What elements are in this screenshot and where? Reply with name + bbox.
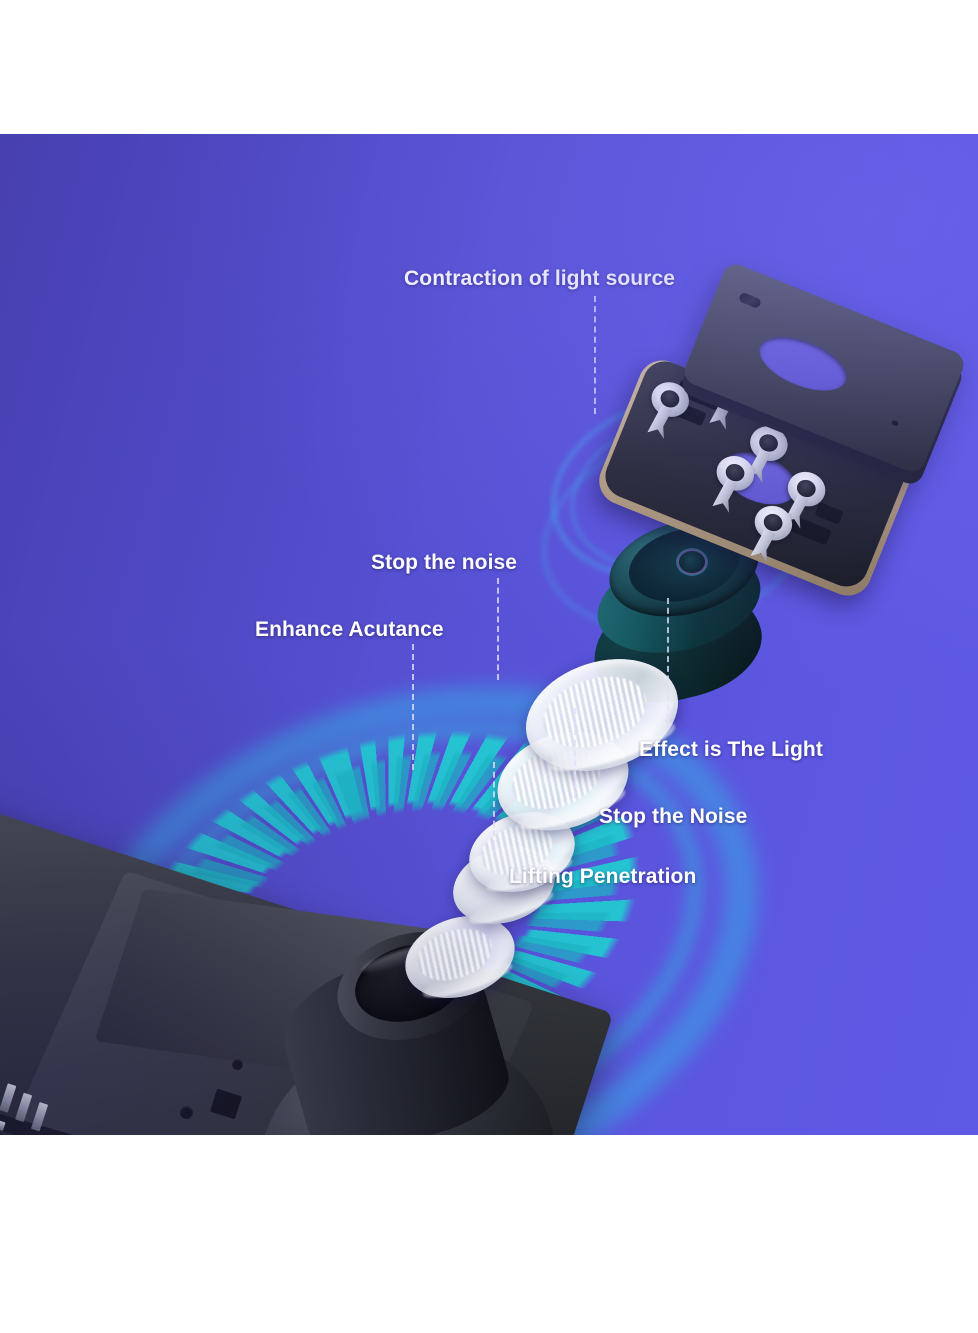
label-effect-is-the-light: Effect is The Light	[639, 738, 823, 761]
body-screw-hole-1	[180, 1106, 193, 1119]
leader-line-lifting-penetration	[493, 762, 495, 856]
leader-line-stop-the-noise-lower	[574, 708, 576, 798]
back-plate-slot-cutout	[737, 291, 763, 310]
label-contraction-of-light-source: Contraction of light source	[404, 267, 676, 290]
leader-line-enhance-acutance	[412, 644, 414, 770]
leader-line-stop-the-noise-upper	[497, 578, 499, 680]
label-stop-the-noise-lower: Stop the Noise	[599, 805, 748, 828]
label-enhance-acutance: Enhance Acutance	[255, 618, 444, 641]
product-illustration-scene: Contraction of light source Stop the noi…	[0, 134, 978, 1135]
back-plate-oval-cutout	[752, 326, 854, 402]
leader-line-effect-is-the-light	[667, 598, 669, 730]
back-plate-pin-hole	[890, 419, 900, 427]
body-screw-hole-4	[232, 1059, 243, 1070]
label-lifting-penetration: Lifting Penetration	[509, 865, 697, 888]
teal-lens-pupil	[679, 551, 705, 573]
label-stop-the-noise-upper: Stop the noise	[371, 551, 518, 574]
leader-line-contraction-of-light-source	[594, 296, 596, 414]
